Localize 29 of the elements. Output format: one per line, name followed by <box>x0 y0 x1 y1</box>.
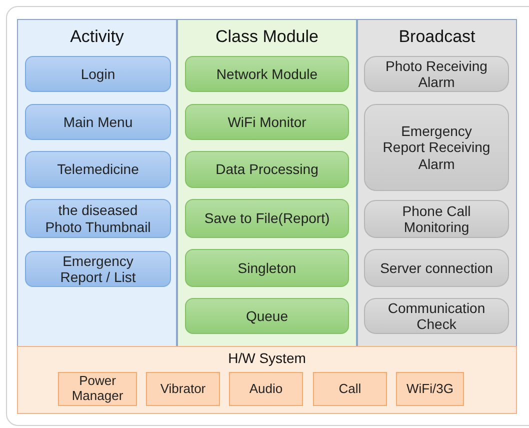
module-box: Singleton <box>185 249 349 287</box>
module-box: Power Manager <box>58 372 137 406</box>
module-box: Server connection <box>364 249 509 287</box>
column-heading: Broadcast <box>398 26 476 48</box>
module-box: WiFi/3G <box>396 372 464 406</box>
module-box: Login <box>25 56 171 92</box>
module-box: the diseased Photo Thumbnail <box>25 199 171 238</box>
module-box: Main Menu <box>25 104 171 140</box>
module-box: WiFi Monitor <box>185 104 349 140</box>
module-box: Phone Call Monitoring <box>364 200 509 238</box>
module-box: Telemedicine <box>25 151 171 188</box>
module-box: Photo Receiving Alarm <box>364 56 509 92</box>
module-box: Queue <box>185 298 349 334</box>
column-heading: Class Module <box>214 26 320 48</box>
module-box: Network Module <box>185 56 349 92</box>
column-panel <box>357 19 517 347</box>
module-box: Vibrator <box>146 372 220 406</box>
module-box: Save to File(Report) <box>185 199 349 238</box>
module-box: Audio <box>229 372 303 406</box>
module-box: Call <box>313 372 387 406</box>
column-panel <box>177 19 357 347</box>
module-box: Communication Check <box>364 298 509 334</box>
module-box: Emergency Report Receiving Alarm <box>364 104 509 191</box>
column-panel <box>17 19 177 347</box>
column-heading: Activity <box>69 26 125 48</box>
module-box: Data Processing <box>185 151 349 188</box>
module-box: Emergency Report / List <box>25 251 171 287</box>
system-band <box>17 346 517 414</box>
column-heading: H/W System <box>227 349 307 368</box>
